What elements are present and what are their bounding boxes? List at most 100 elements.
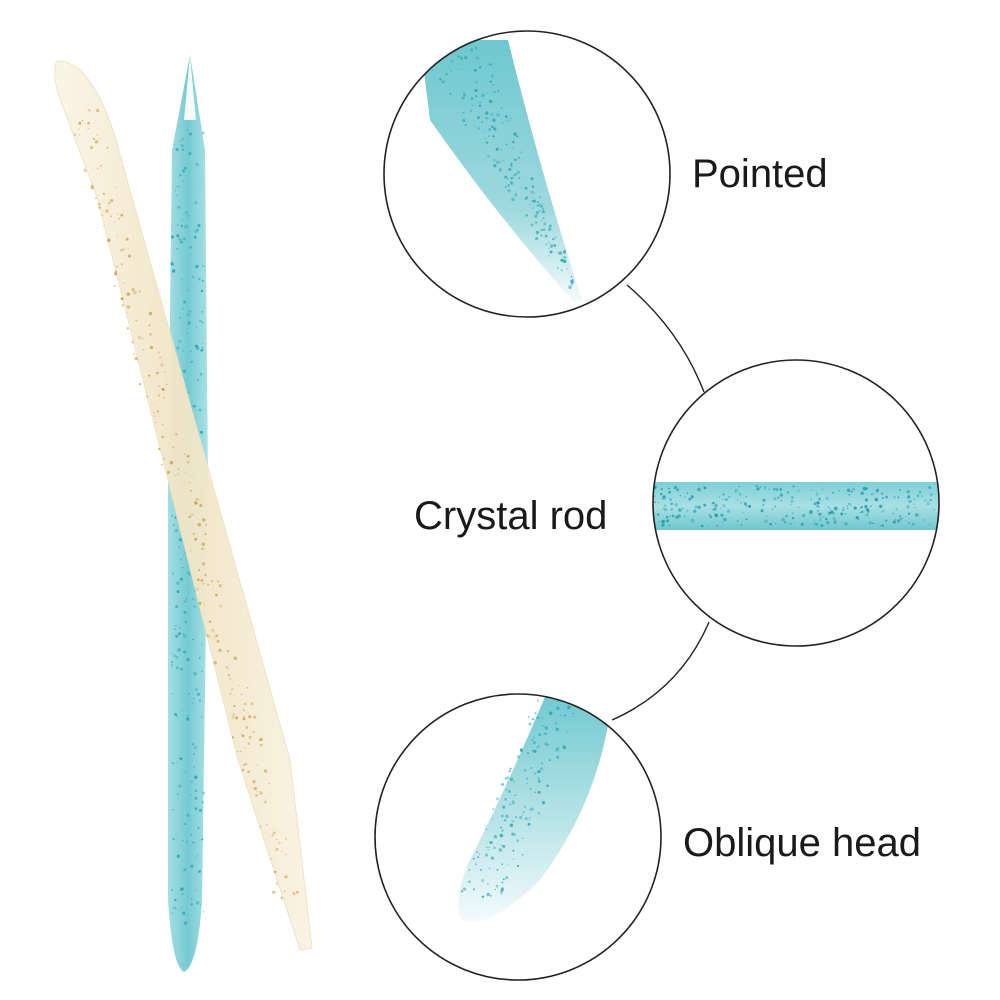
glitter-speck	[171, 664, 173, 667]
glitter-speck	[171, 269, 176, 273]
glitter-speck	[198, 870, 201, 873]
glitter-speck	[484, 138, 486, 140]
glitter-speck	[114, 270, 118, 273]
glitter-speck	[176, 581, 180, 585]
glitter-speck	[275, 847, 279, 852]
glitter-speck	[828, 511, 832, 515]
glitter-speck	[94, 140, 99, 144]
glitter-speck	[711, 504, 713, 506]
glitter-speck	[194, 746, 198, 750]
glitter-speck	[537, 777, 540, 780]
glitter-speck	[176, 590, 180, 593]
glitter-speck	[181, 709, 183, 711]
glitter-speck	[737, 492, 739, 494]
glitter-speck	[471, 104, 474, 107]
glitter-speck	[498, 848, 501, 851]
glitter-speck	[153, 411, 155, 413]
glitter-speck	[817, 505, 820, 508]
glitter-speck	[211, 628, 215, 632]
glitter-speck	[489, 894, 493, 897]
glitter-speck	[541, 801, 546, 805]
glitter-speck	[819, 517, 822, 519]
glitter-speck	[183, 635, 187, 639]
glitter-speck	[113, 272, 118, 276]
glitter-speck	[746, 518, 748, 520]
glitter-speck	[179, 757, 183, 761]
glitter-speck	[558, 251, 563, 255]
glitter-speck	[283, 890, 286, 893]
glitter-speck	[186, 715, 189, 717]
glitter-speck	[507, 189, 511, 193]
glitter-speck	[99, 137, 101, 140]
glitter-speck	[712, 501, 715, 505]
glitter-speck	[532, 718, 535, 720]
glitter-speck	[665, 515, 669, 519]
glitter-speck	[944, 493, 947, 496]
glitter-speck	[533, 736, 535, 739]
glitter-speck	[548, 247, 550, 249]
glitter-speck	[555, 706, 560, 711]
glitter-speck	[201, 801, 204, 804]
crystal-rod-label: Crystal rod	[414, 494, 608, 538]
glitter-speck	[188, 152, 192, 155]
glitter-speck	[485, 141, 489, 144]
glitter-speck	[242, 709, 245, 712]
glitter-speck	[530, 807, 534, 811]
glitter-speck	[885, 519, 888, 522]
glitter-speck	[514, 794, 517, 797]
glitter-speck	[194, 537, 198, 541]
glitter-speck	[547, 254, 550, 257]
glitter-speck	[126, 327, 130, 330]
glitter-speck	[470, 97, 474, 100]
glitter-speck	[674, 503, 679, 507]
glitter-speck	[825, 497, 829, 501]
glitter-speck	[157, 394, 161, 397]
glitter-speck	[686, 492, 689, 495]
glitter-speck	[491, 818, 493, 820]
glitter-speck	[97, 202, 101, 206]
glitter-speck	[463, 93, 466, 97]
glitter-speck	[486, 92, 488, 94]
glitter-speck	[522, 813, 524, 816]
glitter-speck	[485, 825, 487, 827]
glitter-speck	[848, 502, 851, 505]
glitter-speck	[195, 587, 199, 591]
glitter-speck	[476, 851, 478, 853]
glitter-speck	[182, 144, 184, 147]
glitter-speck	[885, 495, 889, 499]
glitter-speck	[572, 712, 575, 715]
glitter-speck	[215, 634, 218, 637]
glitter-speck	[514, 172, 518, 176]
glitter-speck	[187, 896, 190, 899]
glitter-speck	[827, 506, 830, 509]
glitter-speck	[501, 122, 504, 124]
glitter-speck	[790, 499, 794, 503]
crystal-rod-callout	[652, 359, 947, 647]
glitter-speck	[894, 519, 897, 521]
glitter-speck	[176, 908, 179, 911]
glitter-speck	[469, 109, 473, 112]
glitter-speck	[546, 784, 549, 788]
glitter-speck	[554, 722, 558, 725]
glitter-speck	[250, 702, 254, 706]
glitter-speck	[817, 510, 819, 512]
glitter-speck	[189, 574, 191, 576]
glitter-speck	[175, 433, 178, 436]
glitter-speck	[501, 829, 504, 832]
pointed-label: Pointed	[692, 152, 828, 196]
glitter-speck	[182, 169, 185, 172]
glitter-speck	[181, 148, 185, 152]
glitter-speck	[540, 220, 543, 222]
glitter-speck	[670, 508, 673, 511]
glitter-speck	[865, 513, 869, 517]
glitter-speck	[473, 68, 477, 72]
glitter-speck	[271, 834, 274, 837]
glitter-speck	[847, 488, 850, 492]
glitter-speck	[188, 692, 190, 695]
glitter-speck	[692, 521, 695, 524]
pointed-tip-callout	[383, 30, 671, 318]
glitter-speck	[213, 636, 216, 639]
glitter-speck	[736, 520, 739, 522]
glitter-speck	[493, 164, 497, 168]
glitter-speck	[486, 892, 490, 897]
